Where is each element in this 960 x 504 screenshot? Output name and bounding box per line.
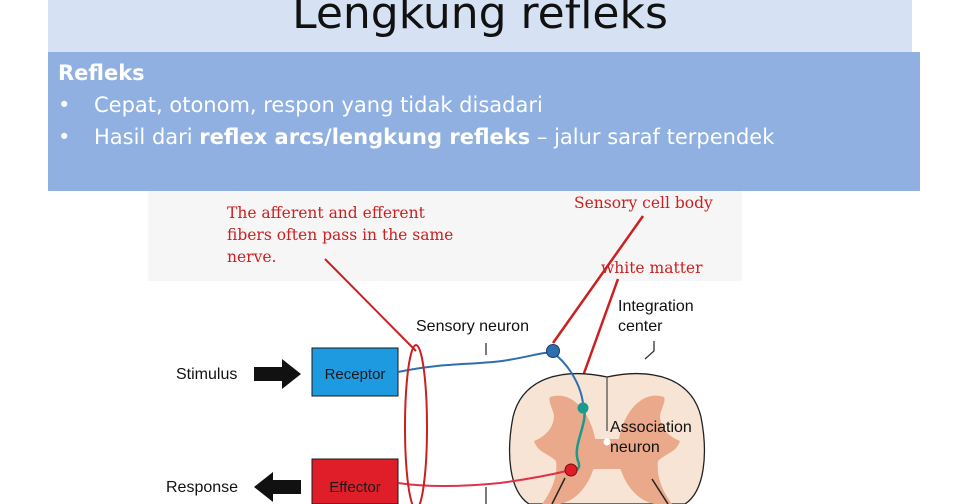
white-matter-label: white matter <box>601 259 703 277</box>
receptor-box <box>311 347 399 397</box>
reflex-arc-diagram: The afferent and efferent fibers often p… <box>148 191 742 504</box>
central-canal <box>603 438 611 446</box>
motor-neuron-cell-body <box>564 463 578 477</box>
receptor-label: Receptor <box>325 366 386 383</box>
stimulus-label: Stimulus <box>176 366 237 383</box>
fibers-annotation-line-2: fibers often pass in the same <box>227 226 453 244</box>
sensory-neuron-label: Sensory neuron <box>416 318 529 335</box>
gray-matter-left <box>534 395 597 504</box>
bullet-1: • Cepat, otonom, respon yang tidak disada… <box>58 93 543 117</box>
annotation-background <box>148 191 742 281</box>
ventral-root-pointer-left <box>551 477 566 504</box>
bullet-2: • Hasil dari reflex arcs/lengkung refleks… <box>58 125 774 149</box>
gray-matter-right <box>617 395 680 504</box>
bullet-dot: • <box>58 93 71 117</box>
fibers-annotation-line-3: nerve. <box>227 248 276 266</box>
info-box: Refleks • Cepat, otonom, respon yang tida… <box>48 52 920 191</box>
sensory-cell-body <box>546 344 560 358</box>
bullet-2-prefix: Hasil dari <box>94 125 200 149</box>
slide-title-bar: Lengkung refleks <box>48 0 912 52</box>
bullet-1-text: Cepat, otonom, respon yang tidak disadar… <box>94 93 543 117</box>
response-label: Response <box>166 479 238 496</box>
integration-center-label-line-2: center <box>618 318 663 335</box>
association-neuron-body <box>577 402 589 414</box>
slide-title: Lengkung refleks <box>292 0 668 39</box>
info-heading: Refleks <box>58 61 145 85</box>
white-matter-pointer-line <box>581 278 620 377</box>
fibers-annotation-line-1: The afferent and efferent <box>227 204 426 222</box>
nerve-ellipse <box>404 344 428 504</box>
stimulus-arrow-icon <box>254 359 301 389</box>
integration-center-label-line-1: Integration <box>618 298 694 315</box>
integration-center-tick <box>644 341 655 360</box>
ventral-root-pointer-right <box>651 478 669 504</box>
bullet-2-bold: reflex arcs/lengkung refleks <box>199 125 531 149</box>
fibers-pointer-line <box>324 258 417 352</box>
response-arrow-icon <box>254 472 301 502</box>
cell-body-pointer-line <box>551 215 645 344</box>
sensory-cell-body-label: Sensory cell body <box>574 194 713 212</box>
association-neuron-label-line-2: neuron <box>610 439 660 456</box>
effector-label: Effector <box>329 479 380 496</box>
bullet-2-suffix: – jalur saraf terpendek <box>530 125 775 149</box>
effector-box <box>311 458 399 504</box>
motor-neuron-fiber <box>397 469 572 487</box>
association-neuron-label-line-1: Association <box>610 419 692 436</box>
sensory-neuron-fiber <box>397 351 554 373</box>
bullet-dot: • <box>58 125 71 149</box>
